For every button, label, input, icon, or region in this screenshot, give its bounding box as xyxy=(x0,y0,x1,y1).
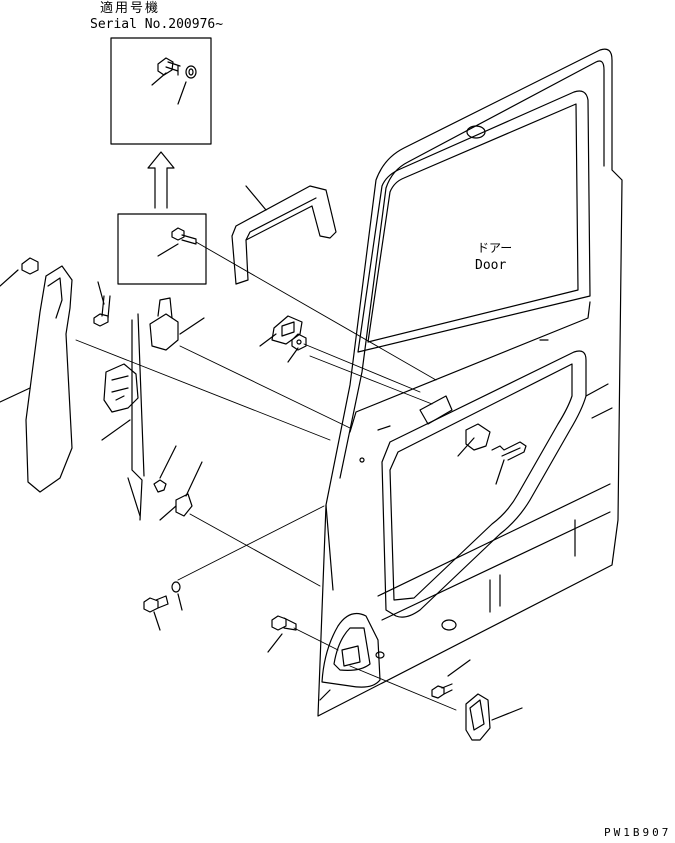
bolt-icon xyxy=(143,595,169,631)
striker-plate xyxy=(0,257,73,493)
up-arrow-icon xyxy=(147,151,175,209)
inset-box-old xyxy=(117,213,207,285)
door-handle-pocket xyxy=(321,613,385,688)
applicable-machine-label: 適用号機 xyxy=(100,1,161,16)
door-label-en: Door xyxy=(475,258,507,273)
bolt-icon xyxy=(93,281,111,327)
screw-icon xyxy=(0,257,39,287)
o-ring-icon xyxy=(171,581,183,611)
door-body xyxy=(317,48,623,717)
u-bolt xyxy=(491,441,527,485)
washer-icon xyxy=(185,65,197,79)
door-window xyxy=(349,90,591,433)
lock-lever xyxy=(149,297,205,351)
door-lock-assembly xyxy=(93,281,205,521)
link-rod-icon xyxy=(159,461,203,521)
door-lower-panel xyxy=(377,350,613,631)
bolt-icon xyxy=(171,227,197,245)
door-lock-mount xyxy=(359,339,549,463)
grab-handle xyxy=(231,185,337,285)
bolt-icon xyxy=(157,57,181,76)
rubber-cushion xyxy=(259,315,303,347)
bracket-plate xyxy=(457,423,491,457)
clip-icon xyxy=(153,445,177,493)
washer-icon xyxy=(287,333,307,363)
door-label-jp: ドアー xyxy=(477,241,513,255)
door-stopper xyxy=(431,659,471,699)
serial-number-label: Serial No.200976~ xyxy=(90,17,224,32)
bolt-icon xyxy=(267,615,297,653)
inset-box-new-serial xyxy=(110,37,212,145)
assembly-leader-lines xyxy=(75,241,457,711)
door-catch xyxy=(465,693,523,741)
drawing-code: PW1B907 xyxy=(604,826,672,839)
